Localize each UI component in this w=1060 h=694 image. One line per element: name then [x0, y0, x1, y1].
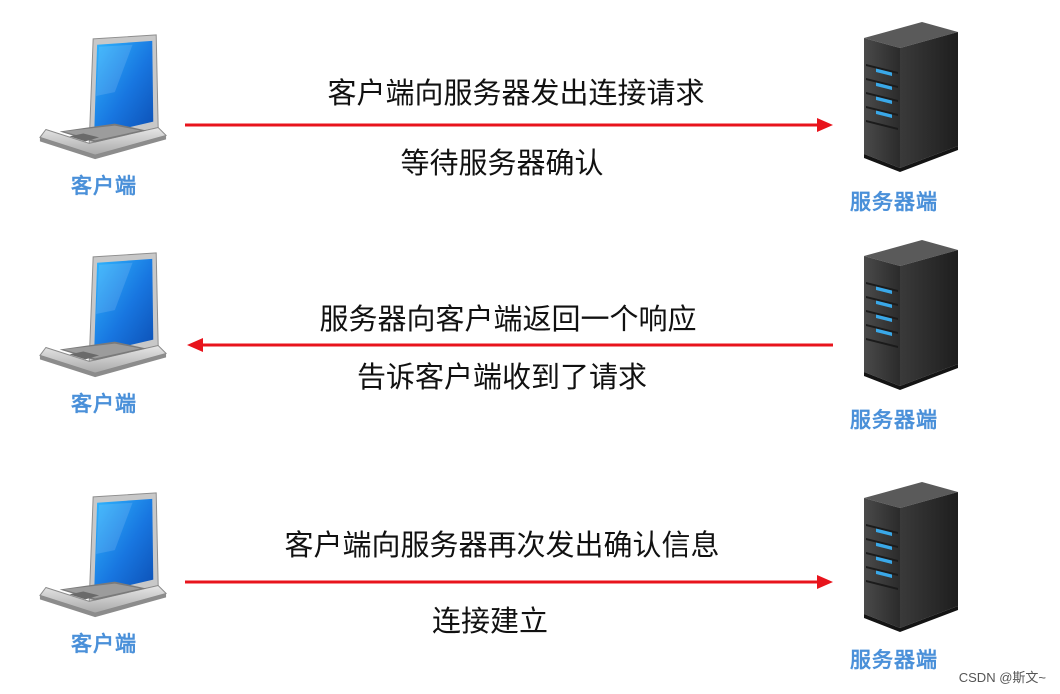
- server-icon: [864, 22, 958, 172]
- arrow-right: [185, 118, 833, 132]
- server-icon: [864, 482, 958, 632]
- server-node: 服务器端: [850, 236, 970, 432]
- client-node: 客户端: [36, 250, 170, 416]
- client-label: 客户端: [71, 174, 137, 198]
- step-message-top: 客户端向服务器发出连接请求: [327, 76, 705, 110]
- server-node: 服务器端: [850, 18, 970, 214]
- step-message-bottom: 连接建立: [431, 604, 548, 638]
- client-label: 客户端: [71, 392, 137, 416]
- step-message-bottom: 等待服务器确认: [400, 146, 604, 180]
- client-node: 客户端: [36, 32, 170, 198]
- server-label: 服务器端: [850, 190, 938, 214]
- client-label: 客户端: [71, 632, 137, 656]
- server-icon: [864, 240, 958, 390]
- arrow-left: [187, 338, 833, 352]
- server-label: 服务器端: [850, 408, 938, 432]
- server-label: 服务器端: [850, 648, 938, 672]
- watermark: CSDN @斯文~: [958, 670, 1046, 685]
- step-message-bottom: 告诉客户端收到了请求: [356, 360, 647, 394]
- server-node: 服务器端: [850, 478, 970, 672]
- arrow-right: [185, 575, 833, 589]
- step-message-top: 客户端向服务器再次发出确认信息: [284, 528, 720, 562]
- client-node: 客户端: [36, 490, 170, 656]
- laptop-icon: [39, 252, 167, 378]
- step-message-top: 服务器向客户端返回一个响应: [319, 302, 697, 336]
- laptop-icon: [39, 34, 167, 160]
